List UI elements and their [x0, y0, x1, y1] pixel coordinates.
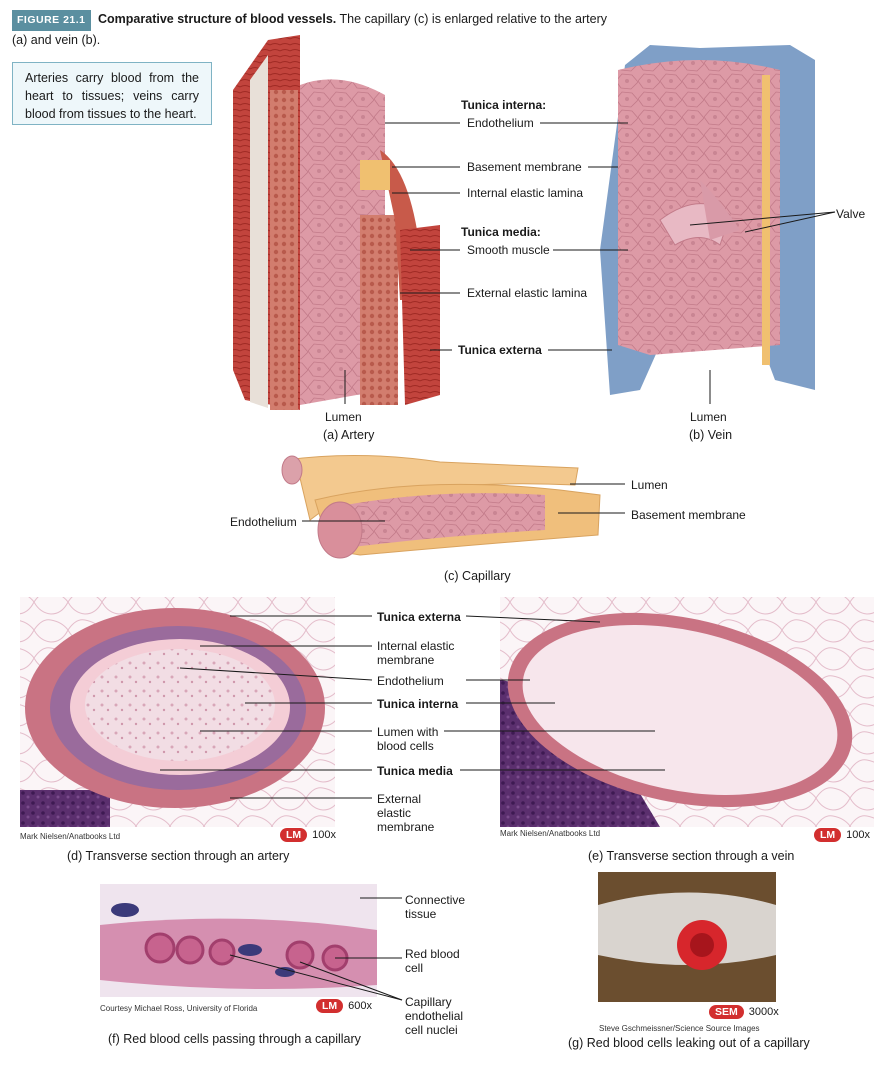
label-tunica-interna: Tunica interna:	[461, 98, 546, 112]
mag-type-vein: LM	[814, 828, 841, 842]
credit-vein: Mark Nielsen/Anatbooks Ltd	[500, 829, 600, 838]
magnification-sem: SEM 3000x	[709, 1005, 779, 1019]
label-smooth-muscle: Smooth muscle	[467, 243, 550, 257]
note-box: Arteries carry blood from the heart to t…	[12, 62, 212, 125]
figure-number: FIGURE 21.1	[12, 10, 91, 31]
artery-micrograph	[20, 597, 335, 827]
label-capillary-basement-membrane: Basement membrane	[631, 508, 746, 522]
caption-sem: (g) Red blood cells leaking out of a cap…	[568, 1036, 810, 1050]
label-external-elastic-lamina: External elastic lamina	[467, 286, 587, 300]
caption-capillary: (c) Capillary	[444, 569, 511, 583]
micro-label-tunica-media: Tunica media	[377, 764, 453, 778]
vein-illustration	[600, 45, 815, 395]
magnification-artery: LM 100x	[280, 828, 336, 842]
micro-label-lumen-with-blood-cells: Lumen with blood cells	[377, 725, 447, 753]
micro-label-capillary-endothelial-nuclei: Capillary endothelial cell nuclei	[405, 995, 475, 1037]
micro-label-tunica-interna: Tunica interna	[377, 697, 458, 711]
magnification-vein: LM 100x	[814, 828, 870, 842]
micro-label-internal-elastic-membrane: Internal elastic membrane	[377, 639, 457, 667]
figure-title: Comparative structure of blood vessels.	[98, 12, 336, 26]
caption-artery-section: (d) Transverse section through an artery	[67, 849, 289, 863]
caption-capillary-rbc: (f) Red blood cells passing through a ca…	[108, 1032, 361, 1046]
capillary-illustration	[282, 455, 600, 558]
caption-vein-section: (e) Transverse section through a vein	[588, 849, 794, 863]
magnification-capillary: LM 600x	[316, 999, 372, 1013]
mag-value-sem: 3000x	[749, 1006, 779, 1018]
mag-value-artery: 100x	[312, 829, 336, 841]
vein-micrograph	[490, 584, 874, 837]
mag-type-artery: LM	[280, 828, 307, 842]
label-lumen-vein: Lumen	[690, 410, 727, 424]
credit-capillary: Courtesy Michael Ross, University of Flo…	[100, 1004, 257, 1013]
micro-label-connective-tissue: Connective tissue	[405, 893, 475, 921]
label-endothelium: Endothelium	[467, 116, 534, 130]
mag-value-vein: 100x	[846, 829, 870, 841]
credit-artery: Mark Nielsen/Anatbooks Ltd	[20, 832, 120, 841]
caption-artery: (a) Artery	[323, 428, 374, 442]
label-tunica-media: Tunica media:	[461, 225, 541, 239]
label-tunica-externa: Tunica externa	[458, 343, 542, 357]
credit-sem: Steve Gschmeissner/Science Source Images	[599, 1024, 760, 1033]
micro-label-external-elastic-membrane: External elastic membrane	[377, 792, 457, 834]
artery-illustration	[233, 35, 440, 410]
capillary-micrograph	[100, 884, 377, 997]
mag-value-capillary: 600x	[348, 1000, 372, 1012]
micro-label-endothelium: Endothelium	[377, 674, 444, 688]
micro-label-red-blood-cell: Red blood cell	[405, 947, 465, 975]
label-capillary-lumen: Lumen	[631, 478, 668, 492]
mag-type-capillary: LM	[316, 999, 343, 1013]
micro-label-tunica-externa: Tunica externa	[377, 610, 461, 624]
mag-type-sem: SEM	[709, 1005, 744, 1019]
caption-vein: (b) Vein	[689, 428, 732, 442]
label-basement-membrane: Basement membrane	[467, 160, 582, 174]
figure-header: FIGURE 21.1 Comparative structure of blo…	[12, 10, 612, 49]
label-lumen-artery: Lumen	[325, 410, 362, 424]
label-valve: Valve	[836, 207, 865, 221]
sem-image	[598, 872, 776, 1002]
label-capillary-endothelium: Endothelium	[230, 515, 297, 529]
label-internal-elastic-lamina: Internal elastic lamina	[467, 186, 583, 200]
